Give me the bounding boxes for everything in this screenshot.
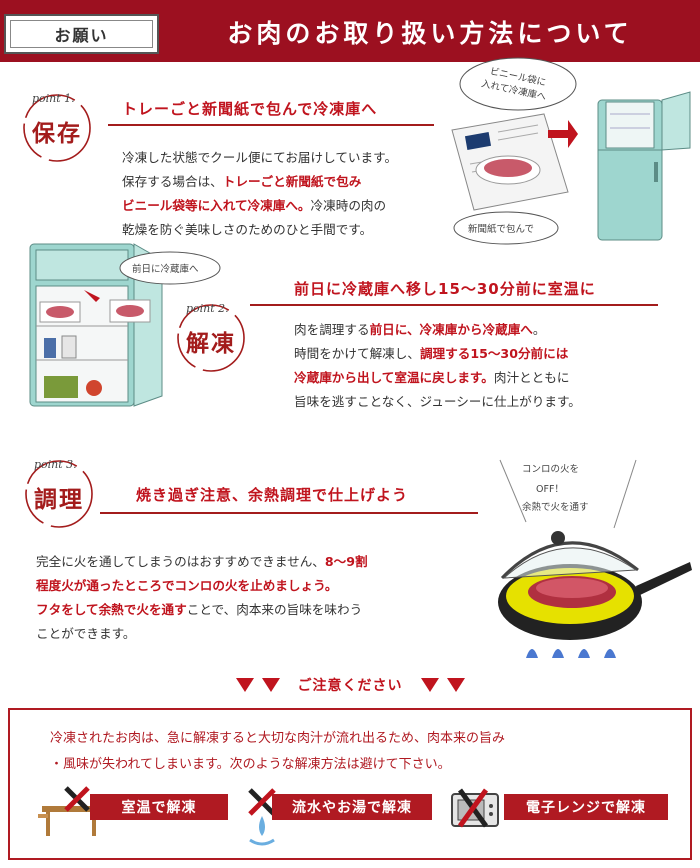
section2-body: 肉を調理する前日に、冷凍庫から冷蔵庫へ。時間をかけて解凍し、調理する15～30分… [294, 318, 581, 414]
caution-box: 冷凍されたお肉は、急に解凍すると大切な肉汁が流れ出るため、肉本来の旨み ・風味が… [8, 708, 692, 860]
body-text-segment: 旨味を逃すことなく、ジューシーに仕上がります。 [294, 394, 581, 409]
arrow-down-icon [420, 678, 439, 692]
body-text-segment: 冷凍した状態でクール便にてお届けしています。 [122, 150, 398, 165]
faucet-icon [248, 788, 276, 846]
bubble-refrigerator: 前日に冷蔵庫へ [132, 263, 199, 275]
body-text-segment: 肉を調理する [294, 322, 370, 337]
point3-kanji: 調理 [34, 487, 84, 513]
body-line: フタをして余熱で火を通すことで、肉本来の旨味を味わう [36, 598, 368, 622]
avoid-microwave: 電子レンジで解凍 [504, 794, 668, 820]
caution-text-line: ・風味が失われてしまいます。次のような解凍方法は避けて下さい。 [50, 757, 451, 772]
body-text-segment: 冷凍時の肉の [310, 198, 387, 213]
section3-body: 完全に火を通してしまうのはおすすめできません、8～9割程度火が通ったところでコン… [36, 550, 368, 646]
arrow-down-icon [261, 678, 280, 692]
highlight-text: 調理する15～30分前には [419, 346, 569, 361]
bubble-stove-line1: コンロの火を [522, 464, 579, 475]
header-tag: お願い [4, 14, 159, 54]
body-text-segment: ことができます。 [36, 626, 136, 641]
body-text-segment: 肉汁とともに [493, 370, 570, 385]
highlight-text: 程度火が通ったところでコンロの火を止めましょう。 [36, 578, 338, 593]
body-line: ビニール袋等に入れて冷凍庫へ。冷凍時の肉の [122, 194, 397, 218]
body-line: 保存する場合は、トレーごと新聞紙で包み [122, 170, 397, 194]
arrow-down-icon [446, 678, 465, 692]
highlight-text: トレーごと新聞紙で包み [222, 174, 362, 189]
section1-body: 冷凍した状態でクール便にてお届けしています。保存する場合は、トレーごと新聞紙で包… [122, 146, 397, 242]
body-line: 乾燥を防ぐ美味しさのためのひと手間です。 [122, 218, 397, 242]
body-line: 程度火が通ったところでコンロの火を止めましょう。 [36, 574, 368, 598]
bubble-stove-line2: OFF！ [536, 484, 564, 495]
section1-rule [108, 124, 434, 126]
point3-badge: point 3. 調理 [20, 452, 98, 530]
bubble-newspaper: 新聞紙で包んで [468, 223, 534, 235]
header-tag-label: お願い [10, 20, 153, 48]
body-line: 冷凍した状態でクール便にてお届けしています。 [122, 146, 397, 170]
table-icon [38, 786, 100, 836]
point2-kanji: 解凍 [186, 331, 236, 357]
caution-text-line: 冷凍されたお肉は、急に解凍すると大切な肉汁が流れ出るため、肉本来の旨み [50, 731, 506, 746]
avoid-room-temp: 室温で解凍 [90, 794, 228, 820]
section1-heading: トレーごと新聞紙で包んで冷凍庫へ [122, 100, 378, 118]
highlight-text: 8～9割 [324, 554, 368, 569]
section2-rule [250, 304, 658, 306]
avoid-water: 流水やお湯で解凍 [272, 794, 432, 820]
body-line: 時間をかけて解凍し、調理する15～30分前には [294, 342, 581, 366]
highlight-text: 冷蔵庫から出して室温に戻します。 [294, 370, 494, 385]
body-text-segment: 時間をかけて解凍し、 [294, 346, 420, 361]
highlight-text: 前日に、冷凍庫から冷蔵庫へ [369, 322, 533, 337]
body-text-segment: 。 [532, 322, 546, 337]
point2-label: point 2. [186, 302, 229, 315]
arrow-down-icon [235, 678, 254, 692]
bubble-stove-line3: 余熱で火を通す [522, 501, 589, 513]
body-text-segment: 保存する場合は、 [122, 174, 223, 189]
highlight-text: ビニール袋等に入れて冷凍庫へ。 [122, 198, 311, 213]
point2-badge: point 2. 解凍 [172, 296, 250, 374]
highlight-text: フタをして余熱で火を通す [36, 602, 187, 617]
body-line: 完全に火を通してしまうのはおすすめできません、8～9割 [36, 550, 368, 574]
page-title: お肉のお取り扱い方法について [227, 19, 633, 48]
fridge-refrigerator-illustration: 前日に冷蔵庫へ [29, 243, 221, 407]
caution-text: 冷凍されたお肉は、急に解凍すると大切な肉汁が流れ出るため、肉本来の旨み ・風味が… [50, 726, 660, 778]
point1-badge: point 1. 保存 [18, 86, 96, 164]
body-text-segment: 完全に火を通してしまうのはおすすめできません、 [36, 554, 325, 569]
body-text-segment: 乾燥を防ぐ美味しさのためのひと手間です。 [122, 222, 373, 237]
fridge-freezer-illustration: ビニール袋に 入れて冷凍庫へ 新聞紙で包んで [451, 57, 691, 245]
body-text-segment: ことで、肉本来の旨味を味わう [186, 602, 363, 617]
point1-label: point 1. [32, 92, 75, 105]
body-line: 旨味を逃すことなく、ジューシーに仕上がります。 [294, 390, 581, 414]
caution-label: ご注意ください [297, 678, 403, 694]
body-line: 冷蔵庫から出して室温に戻します。肉汁とともに [294, 366, 581, 390]
section3-rule [100, 512, 478, 514]
point1-kanji: 保存 [32, 121, 82, 147]
microwave-icon [451, 788, 499, 828]
caution-header: ご注意ください [210, 672, 490, 698]
section3-heading: 焼き過ぎ注意、余熱調理で仕上げよう [136, 486, 409, 504]
body-line: 肉を調理する前日に、冷凍庫から冷蔵庫へ。 [294, 318, 581, 342]
body-line: ことができます。 [36, 622, 368, 646]
point3-label: point 3. [34, 458, 77, 471]
frying-pan-illustration: コンロの火を OFF！ 余熱で火を通す [498, 459, 692, 658]
header-banner: お願い お肉のお取り扱い方法について [0, 0, 700, 62]
section2-heading: 前日に冷蔵庫へ移し15～30分前に室温に [294, 280, 596, 298]
